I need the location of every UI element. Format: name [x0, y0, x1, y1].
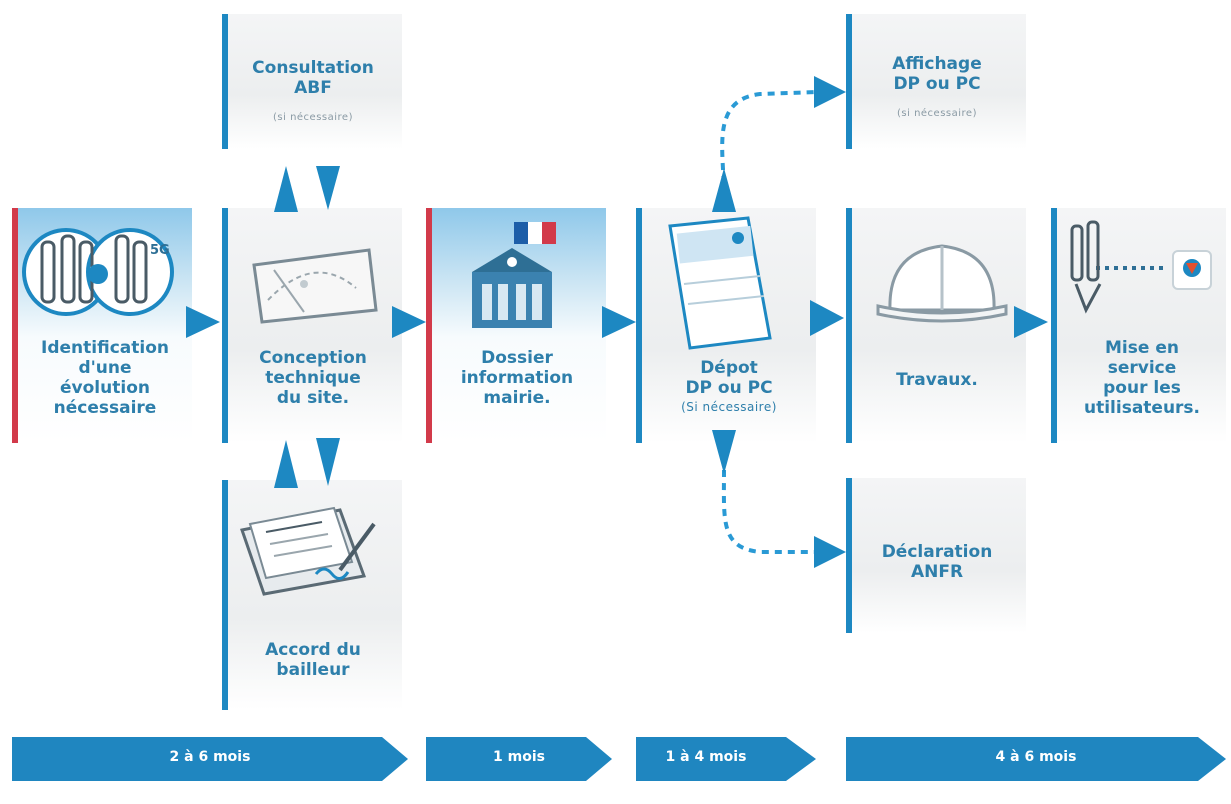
arrow-5 — [1014, 306, 1048, 338]
affichage-label: Affichage DP ou PC — [852, 54, 1022, 94]
conception-label: Conception technique du site. — [228, 348, 398, 408]
arrow-to-affichage — [814, 76, 846, 108]
identification-label-line: nécessaire — [53, 398, 157, 418]
step-consultation-bar — [222, 14, 228, 149]
depot-label-line: Dépot — [700, 358, 758, 378]
form-icon — [668, 216, 772, 350]
arrow-down-bailleur — [316, 438, 340, 486]
mise-en-service-label-line: pour les — [1103, 378, 1181, 398]
step-conception-card — [222, 208, 402, 443]
mise-en-service-label-line: Mise en — [1105, 338, 1179, 358]
duration-band-2: 1 mois — [426, 737, 612, 781]
step-declaration-card — [846, 478, 1026, 633]
dashed-to-declaration — [721, 469, 818, 554]
conception-label-line: du site. — [276, 388, 350, 408]
arrow-down-abf — [316, 166, 340, 210]
accord-label-line: Accord du — [265, 640, 361, 660]
hard-hat-icon — [876, 244, 1008, 323]
antenna-icon: 5G — [22, 228, 174, 316]
step-accord-bar — [222, 480, 228, 710]
affichage-label-line: DP ou PC — [893, 74, 981, 94]
step-dossier-bar — [426, 208, 432, 443]
duration-label-3: 1 à 4 mois — [665, 749, 747, 765]
affichage-note: (si nécessaire) — [897, 108, 977, 119]
step-conception-bar — [222, 208, 228, 443]
declaration-label: Déclaration ANFR — [852, 542, 1022, 582]
declaration-label-line: Déclaration — [881, 542, 993, 562]
consultation-label-line: Consultation — [252, 58, 374, 78]
arrow-to-declaration — [814, 536, 846, 568]
arrow-down-depot — [712, 430, 736, 474]
dashed-to-affichage — [720, 90, 819, 197]
duration-label-4: 4 à 6 mois — [995, 749, 1077, 765]
depot-label: Dépot DP ou PC — [644, 358, 814, 398]
step-consultation-card — [222, 14, 402, 149]
dossier-label-line: information — [460, 368, 574, 388]
depot-label-line: DP ou PC — [685, 378, 773, 398]
town-hall-icon — [472, 222, 556, 328]
affichage-label-line: Affichage — [892, 54, 982, 74]
consultation-label: Consultation ABF — [228, 58, 398, 98]
identification-label: Identification d'une évolution nécessair… — [20, 338, 190, 418]
identification-label-line: évolution — [60, 378, 150, 398]
contract-icon — [240, 506, 376, 596]
mise-en-service-label-line: utilisateurs. — [1083, 398, 1201, 418]
arrow-4 — [810, 300, 844, 336]
arrow-2 — [392, 306, 426, 338]
mise-en-service-label-line: service — [1107, 358, 1177, 378]
plan-icon — [252, 248, 378, 324]
dossier-label-line: Dossier — [481, 348, 553, 368]
operator-logo-icon — [1172, 250, 1212, 290]
depot-note: (Si nécessaire) — [681, 400, 777, 414]
consultation-label-line: ABF — [294, 78, 332, 98]
conception-label-line: technique — [265, 368, 361, 388]
travaux-label-line: Travaux. — [896, 370, 978, 390]
step-declaration-bar — [846, 478, 852, 633]
step-identification-bar — [12, 208, 18, 443]
step-mise-en-service-card — [1051, 208, 1226, 443]
duration-band-4: 4 à 6 mois — [846, 737, 1226, 781]
duration-label-2: 1 mois — [493, 749, 545, 765]
duration-band-1: 2 à 6 mois — [12, 737, 408, 781]
identification-label-line: Identification — [41, 338, 169, 358]
step-travaux-bar — [846, 208, 852, 443]
arrow-up-abf — [274, 166, 298, 212]
arrow-up-bailleur — [274, 440, 298, 488]
step-affichage-bar — [846, 14, 852, 149]
accord-label-line: bailleur — [276, 660, 350, 680]
duration-band-3: 1 à 4 mois — [636, 737, 816, 781]
svg-text:5G: 5G — [150, 243, 170, 258]
arrow-3 — [602, 306, 636, 338]
dossier-label: Dossier information mairie. — [432, 348, 602, 408]
identification-label-line: d'une — [78, 358, 132, 378]
arrow-1 — [186, 306, 220, 338]
accord-label: Accord du bailleur — [228, 640, 398, 680]
mise-en-service-label: Mise en service pour les utilisateurs. — [1058, 338, 1226, 418]
dossier-label-line: mairie. — [483, 388, 551, 408]
step-depot-bar — [636, 208, 642, 443]
conception-label-line: Conception — [259, 348, 367, 368]
consultation-note: (si nécessaire) — [273, 112, 353, 123]
duration-label-1: 2 à 6 mois — [169, 749, 251, 765]
travaux-label: Travaux. — [852, 370, 1022, 390]
step-mise-en-service-bar — [1051, 208, 1057, 443]
french-flag-icon — [514, 222, 528, 244]
step-affichage-card — [846, 14, 1026, 149]
antenna-small-icon — [1070, 220, 1102, 314]
arrow-up-depot — [712, 168, 736, 212]
declaration-label-line: ANFR — [910, 562, 964, 582]
